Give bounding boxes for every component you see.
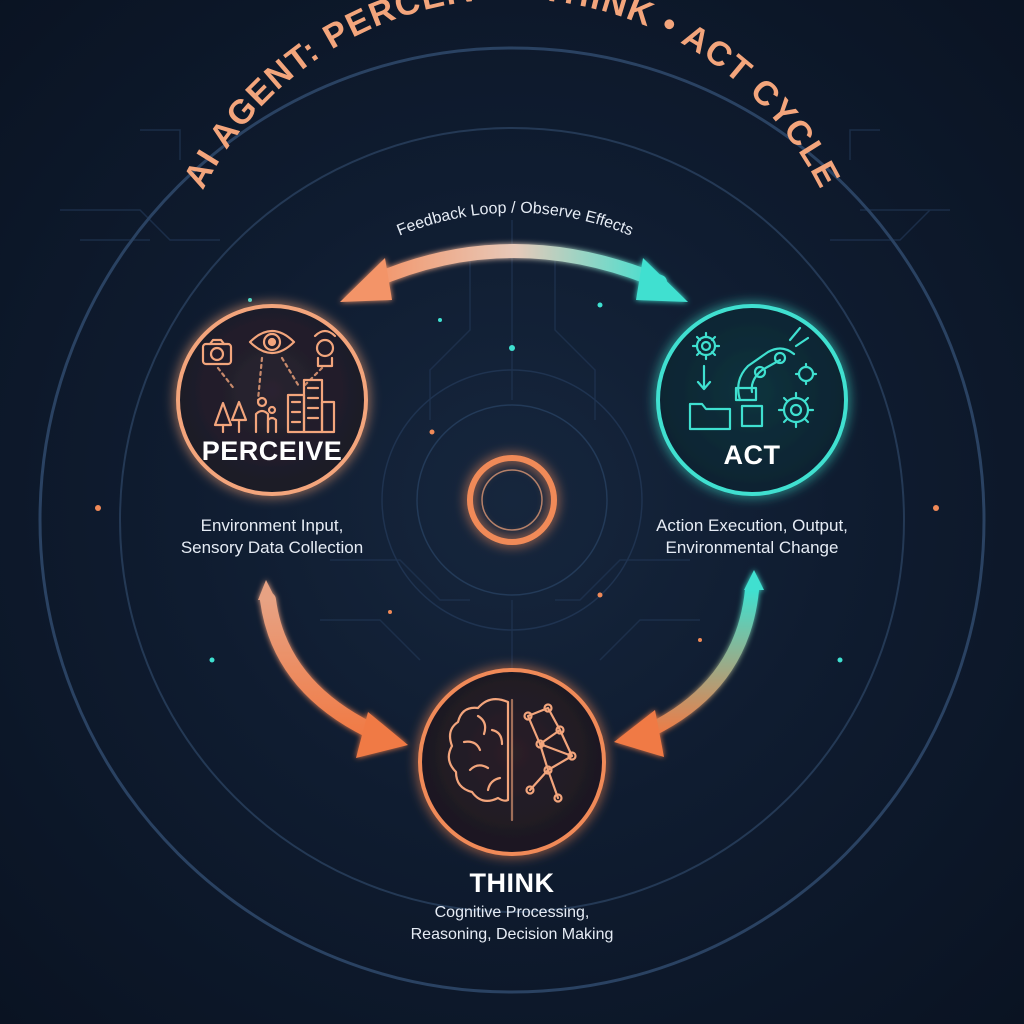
feedback-arrowhead-right xyxy=(636,258,688,302)
act-description: Action Execution, Output, Environmental … xyxy=(622,515,882,559)
inner-ring xyxy=(119,127,905,913)
act-title: ACT xyxy=(723,440,781,470)
think-description: Cognitive Processing, Reasoning, Decisio… xyxy=(362,902,662,946)
core-ring-inner xyxy=(481,469,543,531)
buildings-icon xyxy=(286,378,336,434)
perceive-title: PERCEIVE xyxy=(201,436,343,466)
perceive-description: Environment Input, Sensory Data Collecti… xyxy=(142,515,402,559)
robot-arm-icon xyxy=(734,326,810,402)
trees-icon xyxy=(213,400,248,434)
think-desc-line-2: Reasoning, Decision Making xyxy=(410,926,614,943)
brain-icon xyxy=(447,697,510,803)
think-node xyxy=(418,668,606,856)
particle-dots xyxy=(95,298,939,663)
perceive-desc-line-2: Sensory Data Collection xyxy=(180,538,364,557)
perceive-to-think-arrow xyxy=(258,580,408,758)
perceive-node xyxy=(176,304,368,496)
folder-icon xyxy=(688,402,732,431)
act-desc-line-2: Environmental Change xyxy=(665,538,839,557)
core-ring xyxy=(467,455,557,545)
neural-network-icon xyxy=(523,703,577,803)
think-title: THINK xyxy=(469,868,555,898)
think-desc-line-1: Cognitive Processing, xyxy=(434,904,590,921)
gear-icon xyxy=(691,331,721,361)
act-node xyxy=(656,304,848,496)
core-ring-mid xyxy=(416,404,608,596)
core-ring-outer xyxy=(381,369,643,631)
box-icon xyxy=(740,404,764,428)
feedback-arrowhead-left xyxy=(340,258,392,302)
act-desc-line-1: Action Execution, Output, xyxy=(656,516,848,535)
gear-icon xyxy=(777,391,815,429)
eye-icon xyxy=(248,329,296,355)
feedback-arrow xyxy=(340,244,688,302)
diagram-title: AI AGENT: PERCEIVE • THINK • ACT CYCLE xyxy=(176,0,847,194)
person-icon xyxy=(254,396,278,434)
outer-ring xyxy=(38,46,986,994)
sensor-icon xyxy=(313,329,337,368)
circuit-background xyxy=(60,129,950,680)
feedback-loop-label: Feedback Loop / Observe Effects xyxy=(395,200,636,240)
act-to-think-arrow xyxy=(614,570,764,757)
perceive-desc-line-1: Environment Input, xyxy=(200,516,344,535)
camera-icon xyxy=(201,338,233,366)
gear-icon xyxy=(794,362,818,386)
